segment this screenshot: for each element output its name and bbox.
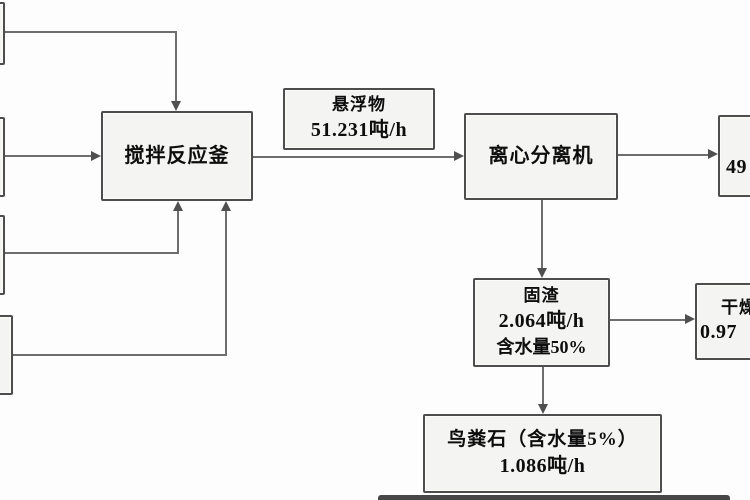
edge-centrifuge-residue (541, 200, 543, 269)
edge-reactor-centrifuge (253, 156, 455, 158)
edge-feed4-v (225, 210, 227, 356)
feed-box-2 (0, 117, 5, 197)
separator-liquid-out-value: 49 (726, 155, 747, 178)
solid-residue-title: 固渣 (523, 286, 560, 306)
reactor-box: 搅拌反应釜 (101, 111, 253, 201)
edge-centrifuge-residue-arrow (537, 268, 547, 278)
struvite-title: 鸟粪石（含水量5%） (447, 429, 638, 451)
solid-residue-moisture: 含水量50% (496, 337, 587, 358)
suspended-solids-rate: 51.231吨/h (310, 118, 408, 141)
edge-reactor-centrifuge-arrow (454, 151, 464, 161)
struvite-rate: 1.086吨/h (499, 454, 586, 477)
edge-centrifuge-liquid-arrow (708, 149, 718, 159)
suspended-solids-title: 悬浮物 (332, 95, 386, 115)
separator-liquid-out-box: 49 (718, 115, 750, 197)
suspended-solids-box: 悬浮物 51.231吨/h (283, 88, 435, 150)
edge-residue-dryer-arrow (685, 314, 695, 324)
feed-box-3 (0, 215, 5, 295)
cutoff-bottom-box-edge (378, 495, 730, 500)
dryer-box: 干燥 0.97 (695, 283, 750, 360)
edge-feed3-v (177, 210, 179, 254)
solid-residue-box: 固渣 2.064吨/h 含水量50% (473, 278, 610, 367)
edge-feed2-arrow (91, 151, 101, 161)
feed-box-4 (0, 315, 13, 395)
edge-centrifuge-liquid (618, 154, 709, 156)
edge-feed4-h (13, 354, 227, 356)
edge-residue-struvite-arrow (538, 404, 548, 414)
edge-residue-struvite (542, 367, 544, 405)
edge-feed1-h (5, 31, 177, 33)
dryer-title: 干燥 (721, 297, 750, 317)
edge-residue-dryer (610, 319, 686, 321)
edge-feed3-h (5, 252, 179, 254)
edge-feed4-arrow (221, 201, 231, 211)
centrifuge-label: 离心分离机 (488, 145, 594, 167)
solid-residue-rate: 2.064吨/h (498, 310, 585, 333)
edge-feed2-h (5, 155, 92, 157)
edge-feed1-arrow (171, 101, 181, 111)
centrifuge-box: 离心分离机 (464, 113, 618, 200)
struvite-box: 鸟粪石（含水量5%） 1.086吨/h (423, 414, 662, 493)
dryer-rate: 0.97 (700, 321, 737, 344)
reactor-label: 搅拌反应釜 (124, 144, 230, 167)
edge-feed1-v (175, 31, 177, 102)
feed-box-1 (0, 2, 5, 65)
edge-feed3-arrow (173, 201, 183, 211)
